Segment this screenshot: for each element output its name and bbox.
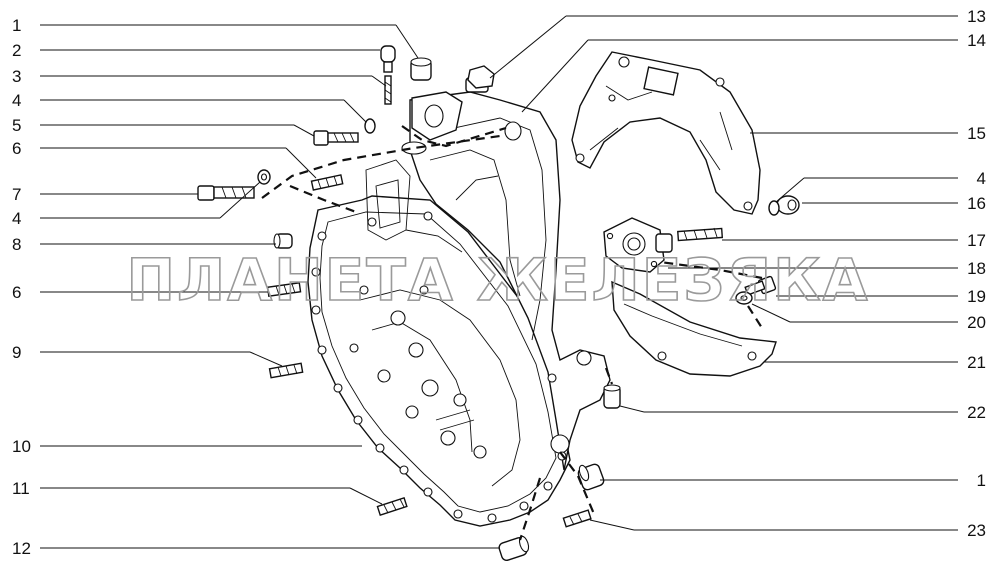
breather-cap-2 (380, 45, 396, 73)
housing-inner-rim (319, 211, 557, 513)
bushing-1-right (577, 463, 605, 491)
label-4: 4 (12, 209, 21, 228)
label-2: 2 (12, 41, 21, 60)
bolt-5 (313, 130, 359, 146)
label-20: 20 (967, 313, 986, 332)
assembly-dashed-lines (261, 125, 763, 541)
housing-flange (307, 195, 571, 527)
bearing-flange-18 (603, 217, 673, 273)
label-15: 15 (967, 124, 986, 143)
right-part-labels: 13 14 15 4 16 17 18 19 20 21 22 1 23 (967, 7, 986, 540)
label-10: 10 (12, 437, 31, 456)
label-16: 16 (967, 194, 986, 213)
label-23: 23 (967, 521, 986, 540)
bolt-7 (197, 185, 255, 201)
dowel-8 (273, 233, 293, 249)
clutch-housing (307, 77, 611, 527)
label-6: 6 (12, 283, 21, 302)
label-19: 19 (967, 287, 986, 306)
stud-6-middle (266, 282, 302, 297)
label-6: 6 (12, 139, 21, 158)
lower-cover (611, 280, 777, 377)
label-22: 22 (967, 403, 986, 422)
stud-11 (376, 496, 408, 516)
label-5: 5 (12, 116, 21, 135)
bushing-1-top (410, 57, 432, 81)
breather-pin-3 (384, 75, 392, 105)
label-18: 18 (967, 259, 986, 278)
label-7: 7 (12, 185, 21, 204)
label-8: 8 (12, 235, 21, 254)
stud-17 (677, 227, 724, 242)
washer-4-c (768, 200, 780, 216)
stud-6-upper (310, 174, 344, 191)
label-1: 1 (977, 471, 986, 490)
label-3: 3 (12, 67, 21, 86)
left-part-labels: 1 2 3 4 5 6 7 4 8 6 9 10 11 12 (12, 16, 31, 558)
label-12: 12 (12, 539, 31, 558)
label-11: 11 (12, 479, 30, 498)
label-9: 9 (12, 343, 21, 362)
bolt-19 (744, 275, 777, 296)
stud-9 (268, 362, 304, 379)
flywheel-cover-plate (571, 51, 761, 215)
watermark-text: ПЛАНЕТА ЖЕЛЕЗЯКА (127, 246, 870, 314)
label-14: 14 (967, 31, 986, 50)
stud-23 (562, 509, 592, 528)
washer-4-a (364, 118, 376, 134)
sleeve-22 (603, 384, 621, 409)
nut-16 (776, 195, 800, 215)
label-17: 17 (967, 231, 986, 250)
vent-cap-13 (467, 65, 495, 89)
bell-housing-dome (409, 91, 611, 471)
label-4: 4 (977, 169, 986, 188)
label-1: 1 (12, 16, 21, 35)
label-4: 4 (12, 91, 21, 110)
bushing-12 (498, 535, 530, 561)
label-21: 21 (967, 353, 986, 372)
label-13: 13 (967, 7, 986, 26)
leader-lines (40, 15, 958, 549)
